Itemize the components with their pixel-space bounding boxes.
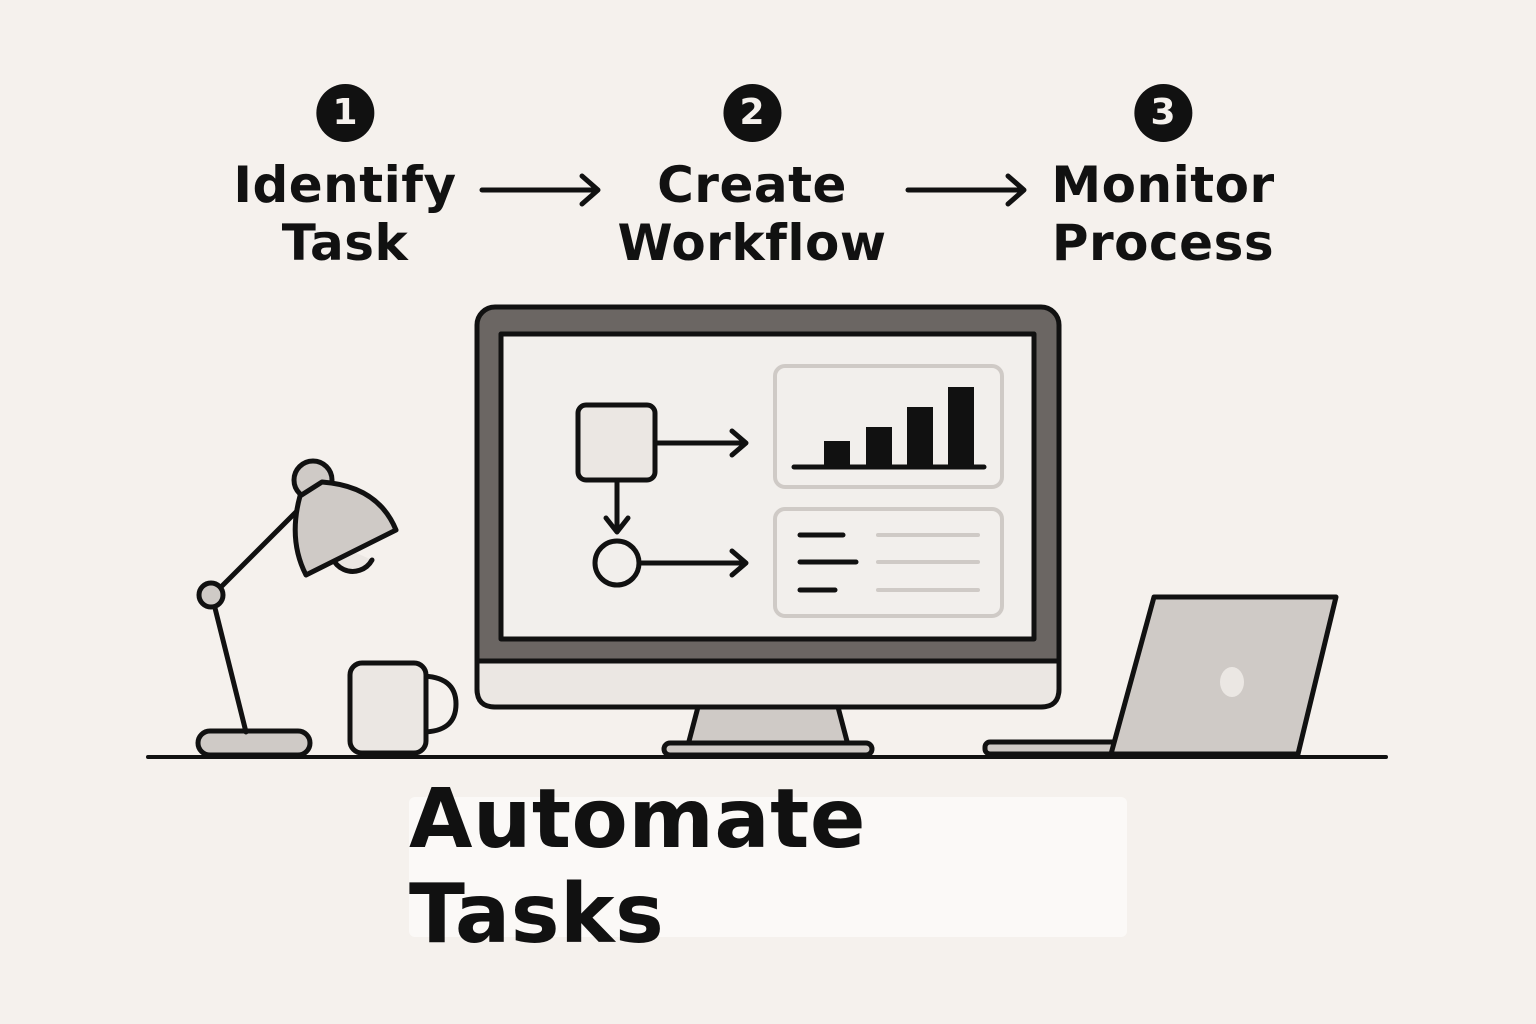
step-label-line2: Workflow: [617, 214, 887, 272]
flowchart-icon: [575, 402, 749, 588]
step-number-badge: 3: [1133, 84, 1192, 142]
caption-title: Automate Tasks: [409, 772, 866, 962]
step-number-badge: 2: [722, 84, 781, 142]
step-label: Create Workflow: [617, 156, 886, 272]
bar-chart-icon: [773, 364, 1004, 489]
step-monitor-process: 3 Monitor Process: [1051, 84, 1274, 272]
step-identify-task: 1 Identify Task: [233, 84, 456, 272]
step-label-line2: Task: [281, 214, 409, 272]
laptop-icon: [982, 594, 1339, 757]
arrow-right-icon: [479, 173, 601, 207]
arrow-right-icon: [905, 173, 1027, 207]
step-label: Monitor Process: [1051, 156, 1274, 272]
step-create-workflow: 2 Create Workflow: [617, 84, 886, 272]
step-label-line1: Monitor: [1051, 156, 1275, 214]
step-label-line1: Create: [657, 156, 847, 214]
step-label: Identify Task: [233, 156, 456, 272]
step-label-line2: Process: [1051, 214, 1275, 272]
step-number-badge: 1: [315, 84, 374, 142]
list-icon: [773, 507, 1004, 618]
caption-box: Automate Tasks: [409, 772, 1127, 962]
step-label-line1: Identify: [233, 156, 457, 214]
mug-icon: [347, 660, 459, 756]
desk-lamp-icon: [195, 458, 399, 758]
